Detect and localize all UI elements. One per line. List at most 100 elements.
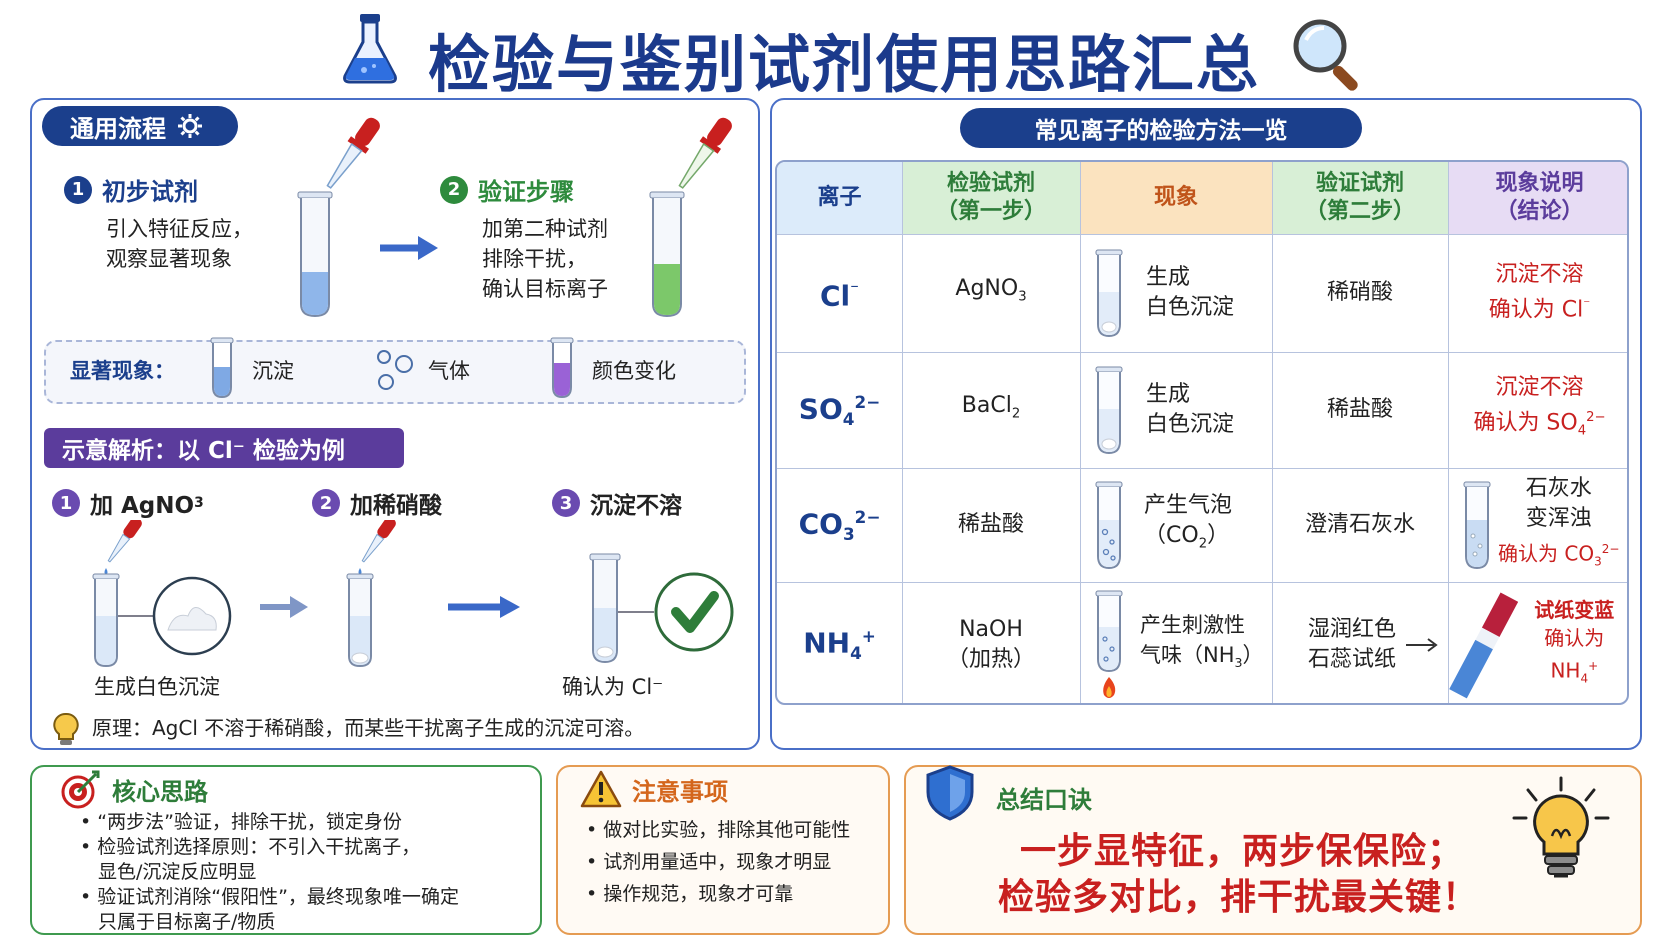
example-caption-precipitate: 生成白色沉淀 (94, 675, 220, 699)
phenomenon-cell: 生成白色沉淀 (1080, 234, 1272, 352)
phenomena-precipitate: 沉淀 (252, 359, 294, 383)
lightbulb-icon (1512, 776, 1610, 878)
example-step2-illustration (346, 520, 396, 668)
ion-cell: CO32− (798, 506, 881, 544)
arrow-right-icon (260, 596, 308, 618)
test-tube-icon (210, 337, 234, 399)
core-bullet-1: • “两步法”验证，排除干扰，锁定身份 (80, 811, 402, 833)
ion-cell: SO42− (798, 391, 881, 429)
summary-line-2: 检验多对比，排干扰最关键！ (998, 877, 1480, 918)
table-divider (777, 234, 1627, 235)
core-bullet-2-cont: 显色/沉淀反应明显 (98, 861, 257, 883)
phenomena-gas: 气体 (428, 359, 470, 383)
warning-icon (580, 770, 622, 808)
flow-step2-line1: 加第二种试剂 (482, 217, 608, 241)
table-divider (1448, 162, 1449, 703)
target-icon (61, 770, 100, 809)
core-bullet-3-cont: 只属于目标离子/物质 (98, 911, 276, 933)
table-row: NH4+ (777, 582, 902, 703)
test-tube-icon (550, 337, 574, 399)
ion-cell: Cl⁻ (819, 279, 859, 313)
reagent1-cell: NaOH （加热） (946, 616, 1035, 672)
table-divider (902, 162, 903, 703)
conclusion-cell: 石灰水 变浑浊 确认为 CO32− (1448, 468, 1627, 582)
example-caption-confirm: 确认为 Cl⁻ (562, 675, 664, 699)
ion-cell: NH4+ (803, 626, 876, 663)
example-principle: 原理：AgCl 不溶于稀硝酸，而某些干扰离子生成的沉淀可溶。 (92, 716, 645, 740)
step-number: 2 (312, 489, 340, 517)
notes-bullet-2: • 试剂用量适中，现象才明显 (586, 851, 832, 873)
test-tube-icon (1095, 249, 1123, 338)
notes-bullet-3: • 操作规范，现象才可靠 (586, 883, 794, 905)
table-header-ion: 离子 (777, 162, 902, 234)
core-idea-title: 核心思路 (112, 778, 208, 806)
conclusion-cell: 沉淀不溶 确认为 Cl⁻ (1488, 262, 1591, 323)
table-header-reagent1: 检验试剂 （第一步） (902, 162, 1080, 234)
summary-line-1: 一步显特征，两步保保险； (1020, 831, 1465, 872)
shield-icon (926, 765, 974, 821)
core-idea-box (30, 765, 542, 935)
test-tube-icon (1463, 481, 1491, 570)
table-divider (1080, 162, 1081, 703)
core-bullet-2: • 检验试剂选择原则：不引入干扰离子， (80, 836, 421, 858)
phenomenon-cell: 产生气泡（CO2） (1080, 468, 1272, 582)
step-number: 1 (64, 175, 92, 204)
table-row: CO32− (777, 468, 902, 582)
test-tube-icon (1095, 481, 1123, 570)
table-header-phenomenon: 现象 (1080, 162, 1272, 234)
summary-box (904, 765, 1642, 935)
summary-title: 总结口诀 (996, 786, 1092, 814)
step-number: 1 (52, 489, 80, 517)
flow-step2-line3: 确认目标离子 (482, 277, 608, 301)
left-panel (30, 98, 760, 750)
ion-test-table: 离子 检验试剂 （第一步） 现象 验证试剂 （第二步） 现象说明 （结论） Cl… (775, 160, 1629, 705)
core-bullet-3: • 验证试剂消除“假阳性”，最终现象唯一确定 (80, 886, 459, 908)
arrow-right-icon (380, 236, 438, 260)
lightbulb-icon (53, 712, 79, 745)
phenomenon-cell: 产生刺激性气味（NH3） (1080, 582, 1272, 703)
general-flow-label: 通用流程 (42, 106, 238, 146)
step-number: 2 (440, 175, 468, 204)
table-row: Cl⁻ (777, 234, 902, 352)
table-header-reagent2: 验证试剂 （第二步） (1272, 162, 1448, 234)
table-divider (777, 582, 1627, 583)
flow-step2-heading: 2 验证步骤 (440, 172, 574, 207)
litmus-paper-icon (1449, 592, 1518, 698)
example-step2-heading: 2 加稀硝酸 (312, 486, 442, 520)
phenomenon-cell: 生成白色沉淀 (1080, 352, 1272, 468)
step-number: 3 (552, 489, 580, 517)
gear-icon (178, 114, 202, 138)
conclusion-cell: 试纸变蓝 确认为 NH4+ (1448, 582, 1627, 703)
table-divider (777, 352, 1627, 353)
title-row: 检验与鉴别试剂使用思路汇总 (0, 0, 1672, 101)
phenomena-color-change: 颜色变化 (592, 359, 676, 383)
magnifier-icon (1293, 19, 1358, 91)
flow-step1-line1: 引入特征反应， (106, 217, 253, 241)
example-step3-heading: 3 沉淀不溶 (552, 486, 682, 520)
reagent1-cell: AgNO3 (955, 275, 1027, 305)
example-step1-illustration (92, 520, 232, 668)
table-row: SO42− (777, 352, 902, 468)
flask-icon (343, 14, 397, 84)
phenomena-box (44, 340, 746, 404)
example-label: 示意解析：以 Cl⁻ 检验为例 (44, 428, 404, 468)
table-divider (1272, 162, 1273, 703)
reagent2-cell: 稀硝酸 (1326, 280, 1393, 305)
reagent2-cell: 稀盐酸 (1326, 397, 1393, 422)
phenomena-label: 显著现象： (70, 359, 175, 383)
example-step3-illustration (589, 553, 734, 664)
notes-title: 注意事项 (632, 778, 728, 806)
reagent2-cell: 澄清石灰水 (1304, 512, 1415, 537)
reagent1-cell: 稀盐酸 (957, 512, 1024, 537)
reagent1-cell: BaCl2 (961, 392, 1021, 422)
test-tube-icon (1095, 366, 1123, 455)
reagent2-cell: 湿润红色石蕊试纸 (1272, 582, 1448, 703)
arrow-right-icon (1406, 637, 1438, 652)
dropper-tube-blue (297, 117, 380, 318)
page-title: 检验与鉴别试剂使用思路汇总 (428, 28, 1261, 101)
arrow-right-icon (448, 596, 520, 618)
flow-step2-line2: 排除干扰， (482, 247, 587, 271)
bubbles-icon (377, 350, 413, 390)
dropper-tube-green (649, 117, 732, 318)
